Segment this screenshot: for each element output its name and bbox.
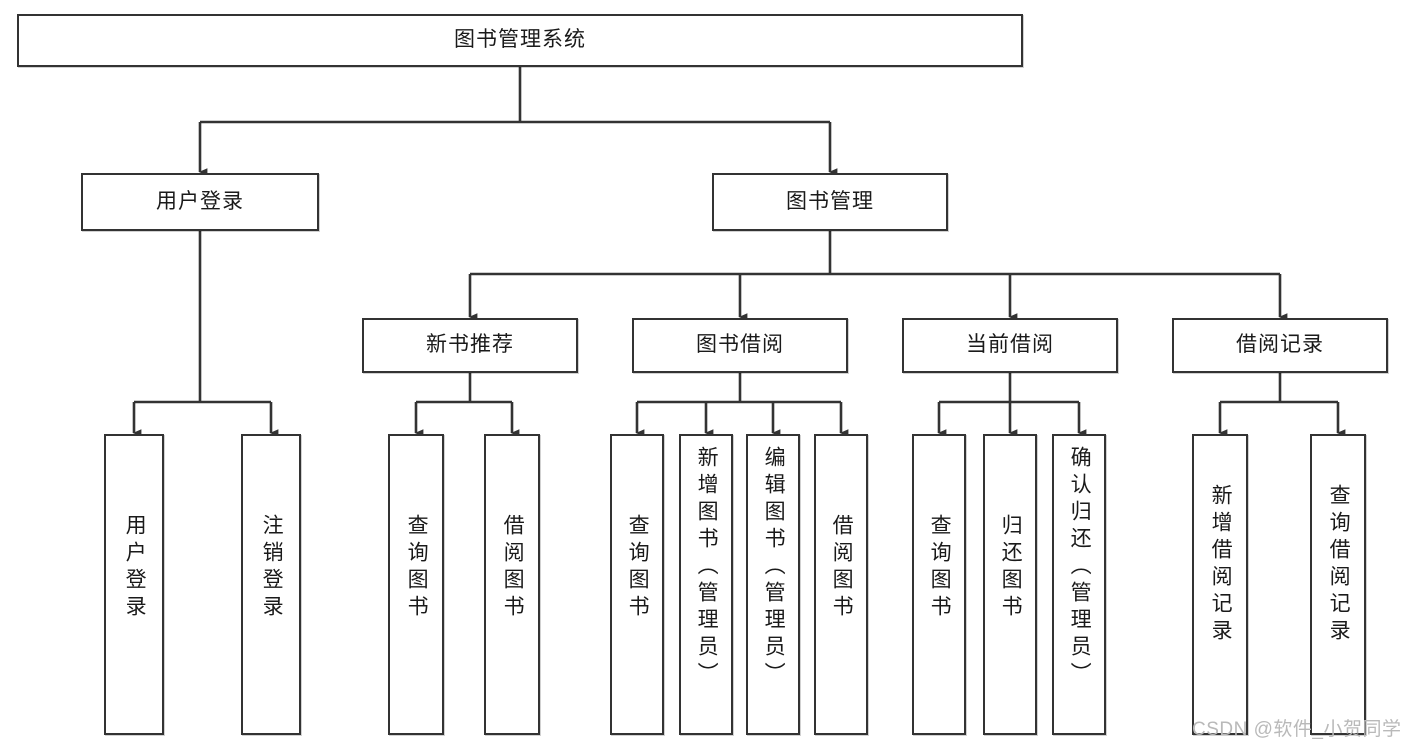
node-book-manage[interactable]: 图书管理 (712, 173, 948, 231)
leaf-query-book-3[interactable]: 查询图书 (912, 434, 966, 735)
leaf-borrow-book-1[interactable]: 借阅图书 (484, 434, 540, 735)
leaf-edit-book-label: 编辑图书（管理员） (762, 446, 786, 689)
leaf-return-book-label: 归还图书 (999, 514, 1023, 622)
leaf-add-borrow-record[interactable]: 新增借阅记录 (1192, 434, 1248, 735)
leaf-borrow-book-2[interactable]: 借阅图书 (814, 434, 868, 735)
leaf-query-book-1[interactable]: 查询图书 (388, 434, 444, 735)
leaf-add-borrow-record-label: 新增借阅记录 (1209, 484, 1233, 646)
leaf-return-book[interactable]: 归还图书 (983, 434, 1037, 735)
node-book-manage-label: 图书管理 (786, 189, 874, 213)
leaf-borrow-book-2-label: 借阅图书 (830, 514, 854, 622)
node-book-borrow[interactable]: 图书借阅 (632, 318, 848, 373)
node-borrow-record-label: 借阅记录 (1236, 333, 1324, 357)
leaf-user-logout-label: 注销登录 (260, 514, 284, 622)
leaf-user-login[interactable]: 用户登录 (104, 434, 164, 735)
node-new-book-recommend[interactable]: 新书推荐 (362, 318, 578, 373)
node-root[interactable]: 图书管理系统 (17, 14, 1023, 67)
leaf-edit-book[interactable]: 编辑图书（管理员） (746, 434, 800, 735)
leaf-query-book-2[interactable]: 查询图书 (610, 434, 664, 735)
leaf-query-book-2-label: 查询图书 (626, 514, 650, 622)
leaf-add-book-label: 新增图书（管理员） (695, 446, 719, 689)
csdn-watermark: CSDN @软件_小贺同学 (1192, 719, 1402, 740)
node-current-borrow[interactable]: 当前借阅 (902, 318, 1118, 373)
leaf-confirm-return-label: 确认归还（管理员） (1068, 446, 1092, 689)
leaf-add-book[interactable]: 新增图书（管理员） (679, 434, 733, 735)
node-borrow-record[interactable]: 借阅记录 (1172, 318, 1388, 373)
leaf-borrow-book-1-label: 借阅图书 (501, 514, 525, 622)
node-book-borrow-label: 图书借阅 (696, 333, 784, 357)
leaf-query-book-3-label: 查询图书 (928, 514, 952, 622)
leaf-user-login-label: 用户登录 (123, 514, 147, 622)
node-current-borrow-label: 当前借阅 (966, 333, 1054, 357)
leaf-confirm-return[interactable]: 确认归还（管理员） (1052, 434, 1106, 735)
node-user-login[interactable]: 用户登录 (81, 173, 319, 231)
node-root-label: 图书管理系统 (454, 28, 586, 52)
leaf-query-borrow-record[interactable]: 查询借阅记录 (1310, 434, 1366, 735)
leaf-query-book-1-label: 查询图书 (405, 514, 429, 622)
node-new-book-recommend-label: 新书推荐 (426, 333, 514, 357)
node-user-login-label: 用户登录 (156, 189, 244, 213)
leaf-user-logout[interactable]: 注销登录 (241, 434, 301, 735)
leaf-query-borrow-record-label: 查询借阅记录 (1327, 484, 1351, 646)
